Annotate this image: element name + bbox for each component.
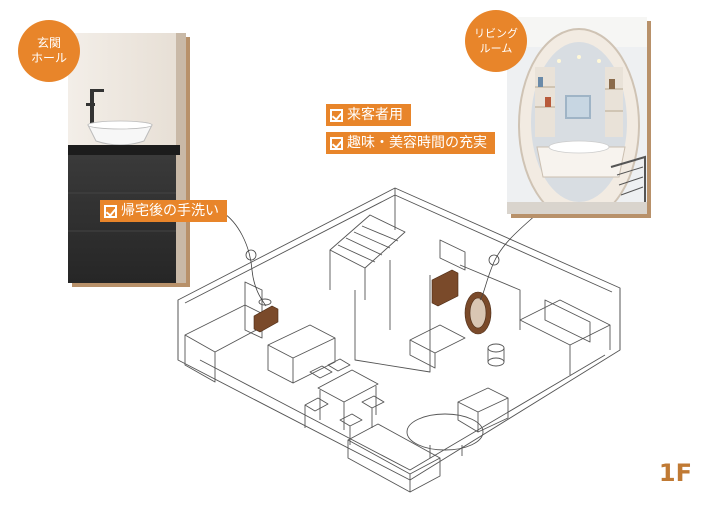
handwash-label: 帰宅後の手洗い (121, 203, 219, 219)
entrance-hall-badge: 玄関 ホール (18, 20, 80, 82)
guest-use-label: 来客者用 (347, 107, 403, 123)
checkbox-icon (330, 108, 343, 122)
living-badge-line2: ルーム (479, 42, 513, 55)
guest-use-tag: 来客者用 (326, 104, 411, 126)
entrance-badge-line1: 玄関 (36, 36, 61, 50)
living-room-badge: リビング ルーム (465, 10, 527, 72)
checkbox-icon (104, 204, 117, 218)
handwash-tag: 帰宅後の手洗い (100, 200, 227, 222)
living-room-photo (507, 17, 647, 214)
checkbox-icon (330, 136, 343, 150)
entrance-hall-photo (68, 33, 186, 283)
floor-label: 1F (658, 459, 692, 487)
hobby-beauty-tag: 趣味・美容時間の充実 (326, 132, 495, 154)
hobby-beauty-label: 趣味・美容時間の充実 (347, 135, 487, 151)
entrance-badge-line2: ホール (30, 51, 67, 65)
mirror-vanity-illustration (507, 17, 647, 214)
washbasin-illustration (68, 33, 186, 283)
living-badge-line1: リビング (474, 27, 518, 40)
